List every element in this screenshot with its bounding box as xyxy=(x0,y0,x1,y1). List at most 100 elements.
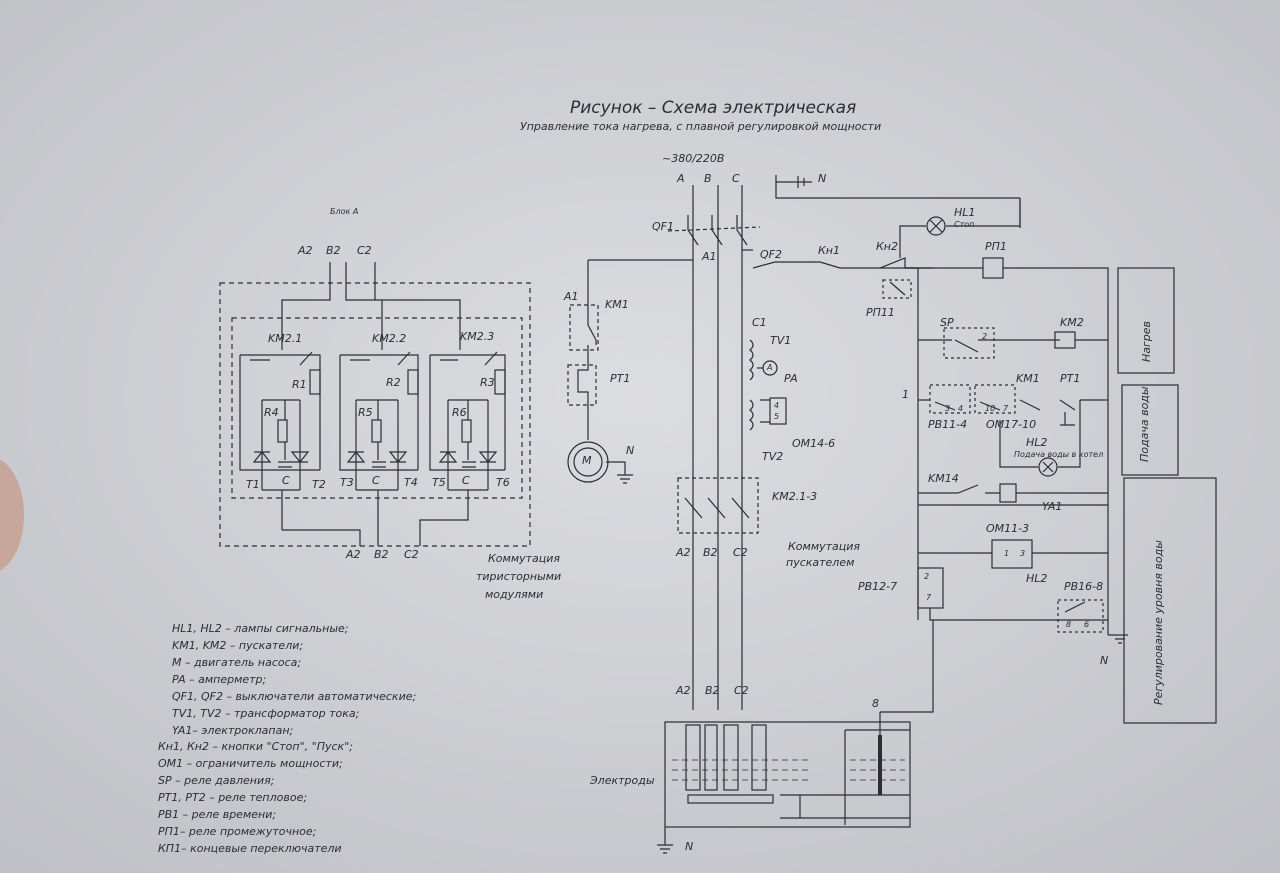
km22-label: KM2.2 xyxy=(372,332,407,345)
km14-label: KM14 xyxy=(928,472,959,485)
side-box-heating xyxy=(1117,267,1175,374)
legend-item: РВ1 – реле времени; xyxy=(158,808,277,821)
legend-item: PA – амперметр; xyxy=(172,673,267,686)
km1-power-label: KM1 xyxy=(605,298,629,311)
legend: HL1, HL2 – лампы сигнальные; KM1, KM2 – … xyxy=(172,620,416,739)
electrodes-label: Электроды xyxy=(590,774,655,787)
rv11-label: РВ11-4 xyxy=(928,418,968,431)
hl2-label: HL2 xyxy=(1026,436,1048,449)
hl1-label: HL1 xyxy=(954,206,976,219)
phase-b-label: B xyxy=(704,172,712,185)
thyristor-module-2 xyxy=(339,330,419,546)
t3-label: T3 xyxy=(340,476,354,489)
r2-label: R2 xyxy=(386,376,401,389)
legend-continued: Кн1, Кн2 – кнопки "Стоп", "Пуск"; ОМ1 – … xyxy=(158,738,353,857)
kn2-label: Кн2 xyxy=(876,240,898,253)
hl2-note: Подача воды в котел xyxy=(1014,450,1104,459)
phase-a-label: A xyxy=(677,172,685,185)
thyristor-module-3 xyxy=(419,330,506,546)
legend-item: РП1– реле промежуточное; xyxy=(158,825,317,838)
out-b2: B2 xyxy=(703,546,718,559)
side-box-water-text: Подача воды xyxy=(1138,386,1151,462)
pt1-control-label: PT1 xyxy=(1060,372,1081,385)
t6-label: T6 xyxy=(496,476,510,489)
legend-item: KM1, KM2 – пускатели; xyxy=(172,639,304,652)
t1-label: T1 xyxy=(246,478,260,491)
diagram-title: Рисунок – Схема электрическая xyxy=(570,98,857,118)
hl1-note: Стоп xyxy=(954,220,975,229)
thyristor-module-1 xyxy=(239,330,321,530)
motor-label: M xyxy=(582,454,592,467)
rv11-pin-3: 3 xyxy=(945,404,951,413)
side-box-heating-text: Нагрев xyxy=(1140,320,1153,362)
power-caption-1: Коммутация xyxy=(788,540,861,553)
om-pin-5: 5 xyxy=(774,412,780,421)
block-top-b2: B2 xyxy=(326,244,341,257)
rv16-pin-8: 8 xyxy=(1066,620,1072,629)
kn1-label: Кн1 xyxy=(818,244,840,257)
node-a1-label: A1 xyxy=(702,250,717,263)
supply-label: ~380/220В xyxy=(662,152,725,165)
rp1-label: РП1 xyxy=(985,240,1007,253)
om17-label: ОМ17-10 xyxy=(986,418,1037,431)
motor-n-label: N xyxy=(626,444,635,457)
out-a2: A2 xyxy=(676,546,691,559)
electrode-b2: B2 xyxy=(705,684,720,697)
ground-label: N xyxy=(685,840,694,853)
c-label-2: C xyxy=(372,474,380,487)
rv16-label: РВ16-8 xyxy=(1064,580,1104,593)
level-node-label: 8 xyxy=(872,697,879,710)
r6-label: R6 xyxy=(452,406,467,419)
lamp-hl2 xyxy=(1038,457,1058,477)
block-label: Блок А xyxy=(330,207,359,216)
km23-label: KM2.3 xyxy=(460,330,495,343)
electrode-c2: C2 xyxy=(734,684,749,697)
tv2-label: TV2 xyxy=(762,450,784,463)
om17-pin-10: 10 xyxy=(985,404,996,413)
km2-control-label: KM2 xyxy=(1060,316,1084,329)
block-top-c2: C2 xyxy=(357,244,372,257)
rv12-pin-7: 7 xyxy=(926,593,932,602)
electrode-c xyxy=(751,724,767,791)
legend-item: Кн1, Кн2 – кнопки "Стоп", "Пуск"; xyxy=(158,740,353,753)
c-label-3: C xyxy=(462,474,470,487)
hl2-b-label: HL2 xyxy=(1026,572,1048,585)
sp-pin: 2 xyxy=(982,332,988,341)
r3-label: R3 xyxy=(480,376,495,389)
legend-item: QF1, QF2 – выключатели автоматические; xyxy=(172,690,417,703)
electrode-a xyxy=(685,724,701,791)
contactor-km2-coil xyxy=(1054,331,1076,349)
legend-item: YA1– электроклапан; xyxy=(172,724,294,737)
electrode-b xyxy=(723,724,739,791)
km2-power-label: KM2.1-3 xyxy=(772,490,818,503)
side-box-level-text: Регулирование уровня воды xyxy=(1152,540,1165,705)
km1-control-label: KM1 xyxy=(1016,372,1040,385)
lamp-hl1 xyxy=(926,216,946,236)
r1-label: R1 xyxy=(292,378,307,391)
qf1-label: QF1 xyxy=(652,220,674,233)
legend-item: PT1, PT2 – реле тепловое; xyxy=(158,791,308,804)
tv1-label: TV1 xyxy=(770,334,792,347)
rv12-pin-2: 2 xyxy=(924,572,930,581)
neutral-label: N xyxy=(818,172,827,185)
legend-item: TV1, TV2 – трансформатор тока; xyxy=(172,707,360,720)
t2-label: T2 xyxy=(312,478,326,491)
t4-label: T4 xyxy=(404,476,418,489)
block-bottom-c2: C2 xyxy=(404,548,419,561)
c1-label: C1 xyxy=(752,316,767,329)
rv16-pin-6: 6 xyxy=(1084,620,1090,629)
finger xyxy=(0,459,24,571)
electrode-tank xyxy=(664,721,911,828)
block-caption-3: модулями xyxy=(485,588,544,601)
block-caption-1: Коммутация xyxy=(488,552,561,565)
r5-label: R5 xyxy=(358,406,373,419)
qf2-label: QF2 xyxy=(760,248,782,261)
sp-label: SP xyxy=(940,316,954,329)
r4-label: R4 xyxy=(264,406,279,419)
pt1-power-label: PT1 xyxy=(610,372,631,385)
thyristor-block-inner xyxy=(231,317,523,499)
km21-label: KM2.1 xyxy=(268,332,303,345)
legend-item: ОМ1 – ограничитель мощности; xyxy=(158,757,343,770)
side-box-level xyxy=(1123,477,1217,724)
side-box-water-supply xyxy=(1121,384,1179,476)
